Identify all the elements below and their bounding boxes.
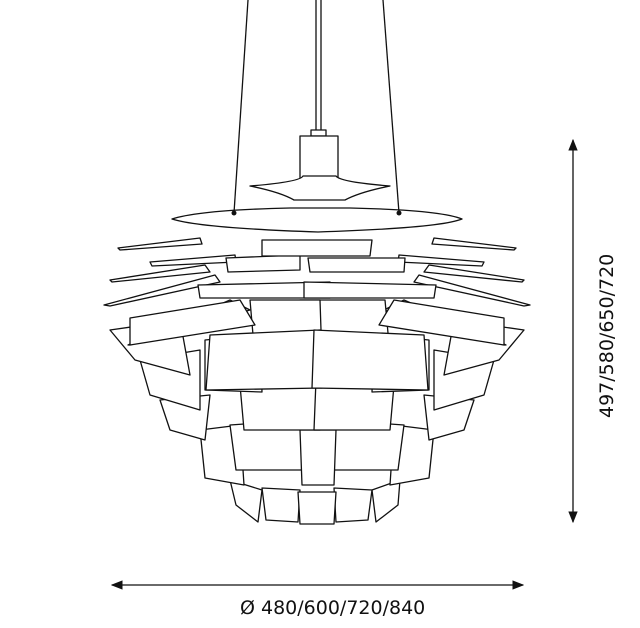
leaf-shape (225, 254, 301, 273)
suspension-wires (233, 0, 400, 214)
leaf-shape (413, 274, 531, 307)
leaf-shape (299, 429, 337, 486)
lamp-canopy (171, 129, 463, 233)
leaf-shape (229, 479, 263, 523)
lamp-leaves (103, 237, 531, 525)
leaf-shape (311, 329, 429, 391)
leaf-shape (149, 254, 237, 267)
width-dimension-label: Ø 480/600/720/840 (240, 597, 426, 619)
leaf-shape (333, 487, 373, 523)
leaf-shape (103, 274, 221, 307)
leaf-shape (129, 299, 256, 346)
leaf-shape (378, 299, 505, 346)
leaf-shape (371, 479, 401, 523)
leaf-shape (261, 487, 301, 523)
leaf-shape (109, 264, 211, 283)
leaf-shape (423, 264, 525, 283)
leaf-shape (431, 237, 517, 251)
leaf-shape (397, 254, 485, 267)
leaf-shape (205, 329, 323, 391)
leaf-shape (297, 491, 337, 525)
leaf-shape (117, 237, 203, 251)
leaf-shape (261, 239, 373, 257)
leaf-shape (307, 257, 406, 273)
leaf-shape (303, 281, 437, 299)
height-dimension-label: 497/580/650/720 (596, 253, 618, 418)
